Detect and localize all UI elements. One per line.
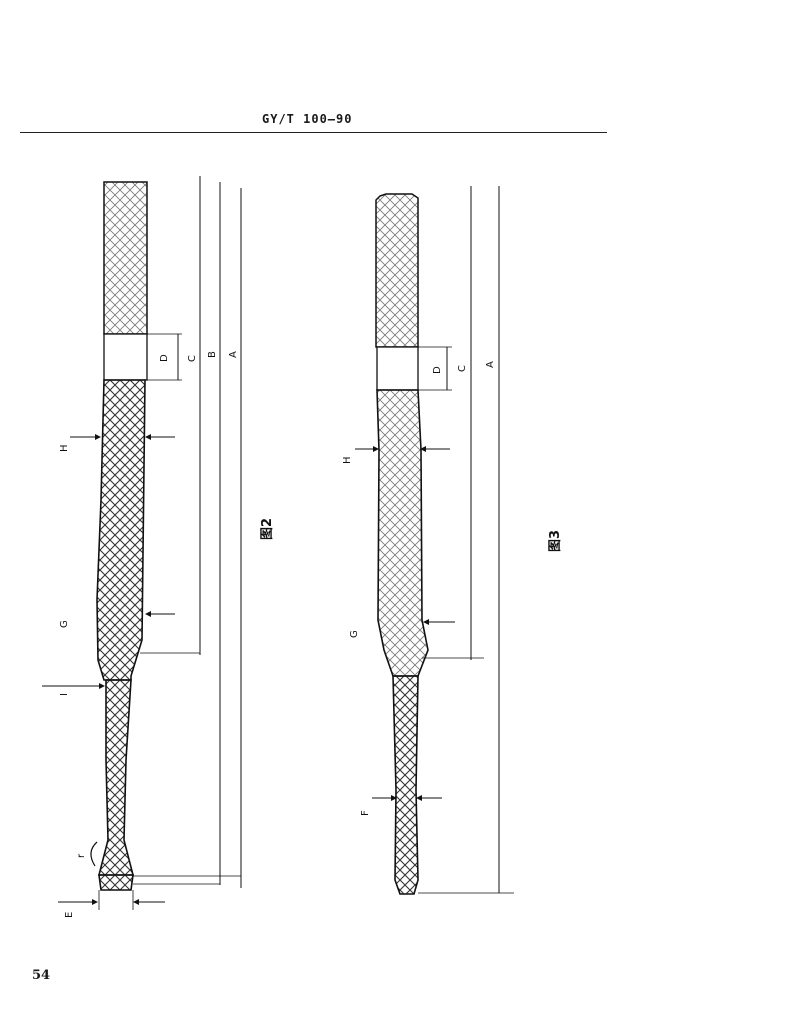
page-number: 54 <box>32 968 51 983</box>
fig3-label-h: H <box>342 456 353 464</box>
fig3-label-band <box>376 346 419 391</box>
fig3-label-c: C <box>457 365 468 372</box>
fig3-shank <box>392 675 419 895</box>
fig3-label-g: G <box>349 630 360 638</box>
header-rule <box>20 132 607 133</box>
fig3-label-a: A <box>485 361 496 368</box>
fig3-label-d: D <box>432 366 443 374</box>
fig2-label-h: H <box>59 444 70 452</box>
fig2-shank <box>97 679 135 876</box>
fig2-label-e: E <box>64 912 75 918</box>
fig2-label-r: r <box>76 853 87 858</box>
fig2-upper-body <box>103 181 148 335</box>
fig2-tip <box>98 874 134 891</box>
figure-3-drawing: A C D H G F 图3 <box>342 186 563 895</box>
fig2-middle-body <box>96 379 146 681</box>
fig3-middle-body <box>376 389 429 677</box>
standard-code: GY/T 100—90 <box>262 112 353 126</box>
fig2-label-g: G <box>59 620 70 628</box>
fig3-label-f: F <box>360 810 371 816</box>
fig2-label-c: C <box>187 355 198 362</box>
fig3-upper-body <box>375 193 419 348</box>
figure-2-drawing: A B C D H G I E r 图2 <box>42 176 275 918</box>
fig2-label-i: I <box>59 693 70 696</box>
fig2-caption: 图2 <box>260 518 275 540</box>
fig3-caption: 图3 <box>548 530 563 552</box>
fig2-label-band <box>103 333 148 381</box>
fig2-label-a: A <box>228 351 239 358</box>
fig2-label-b: B <box>207 351 218 358</box>
fig2-label-d: D <box>159 354 170 362</box>
